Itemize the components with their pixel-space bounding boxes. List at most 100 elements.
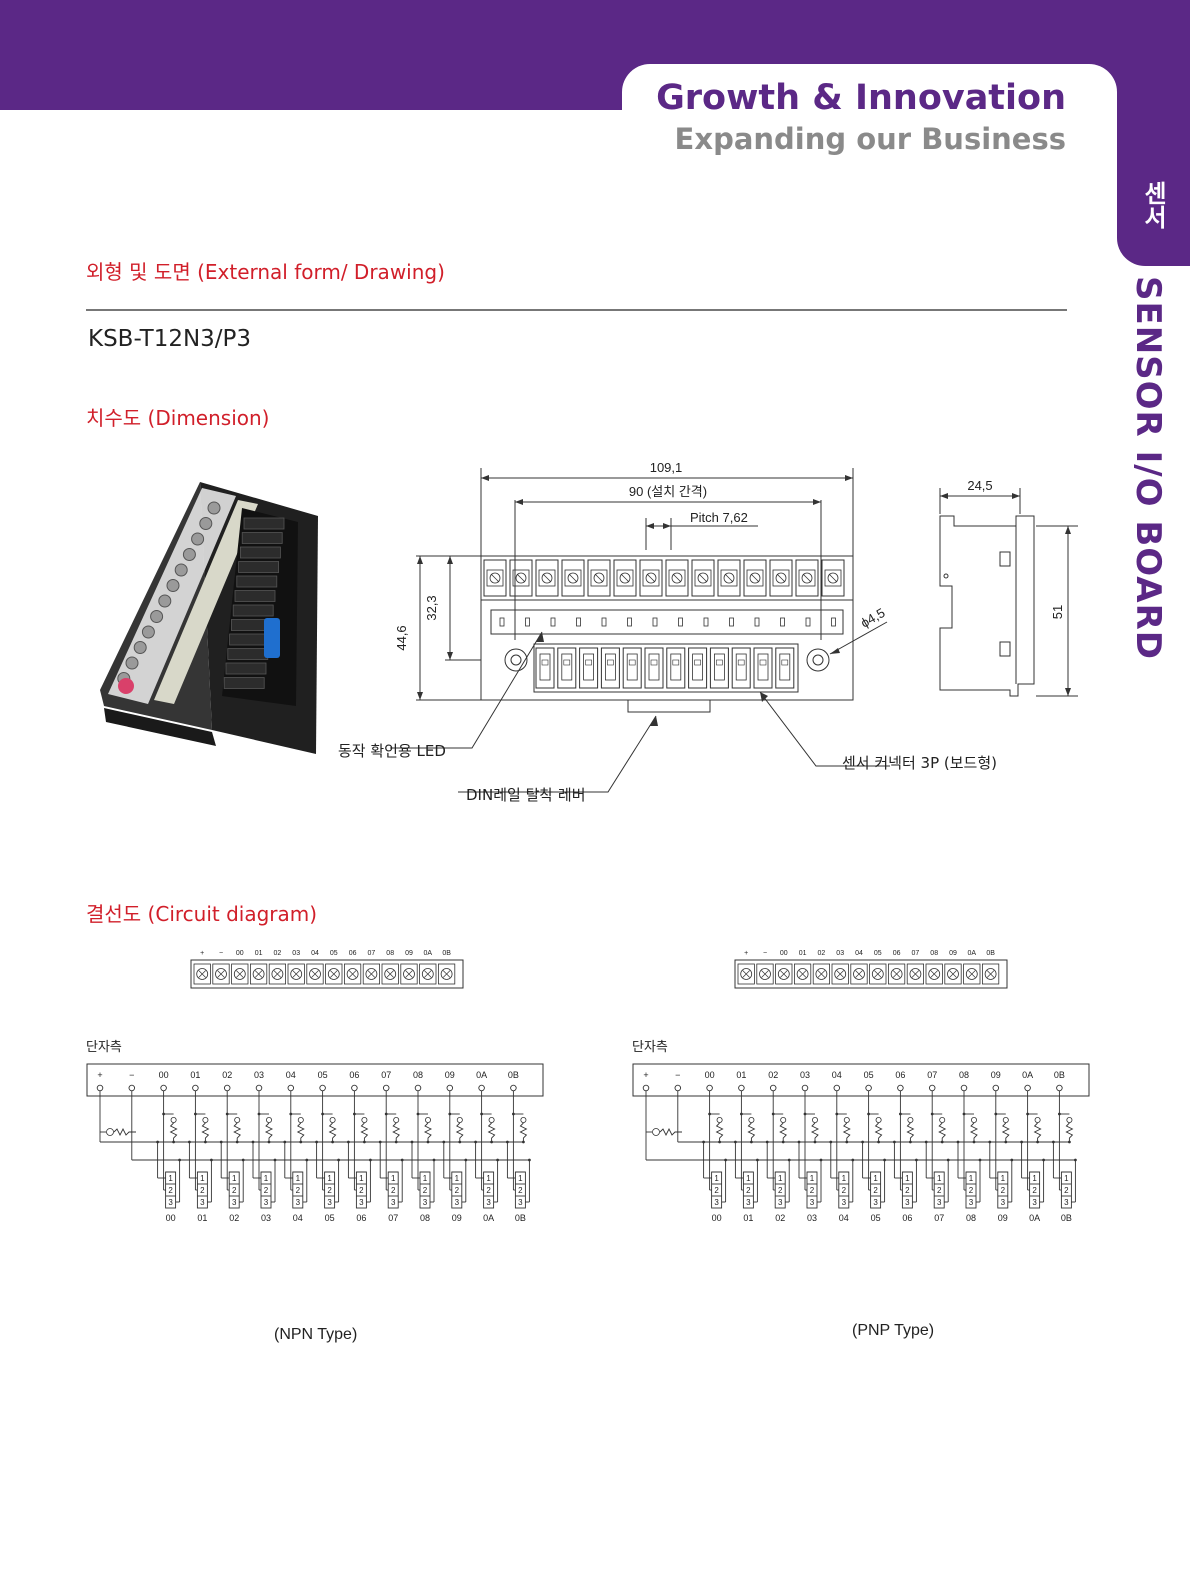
- ch-junction: [378, 1140, 382, 1144]
- ch-connector-label: 0A: [1029, 1213, 1040, 1223]
- photo-connector: [238, 561, 280, 573]
- dim-connector-pin: [585, 659, 592, 666]
- circuit-terminal-label: −: [129, 1070, 134, 1080]
- circuit-terminal-label: 01: [736, 1070, 746, 1080]
- ch-junction: [156, 1140, 159, 1144]
- circuit-terminal-box: [632, 1063, 1090, 1097]
- circuit-terminal-node: [674, 1084, 682, 1092]
- circuit-terminal-label: 0B: [1054, 1070, 1065, 1080]
- ch-connector-pin: 3: [455, 1198, 460, 1207]
- ch-connector-pin: 2: [969, 1186, 974, 1195]
- ch-junction: [315, 1140, 318, 1144]
- ch-junction: [496, 1158, 499, 1162]
- ch-connector-label: 08: [420, 1213, 430, 1223]
- ch-junction: [845, 1140, 849, 1144]
- strip-label: 01: [255, 950, 263, 957]
- photo-screw: [174, 563, 188, 577]
- circuit-terminal-label: 05: [864, 1070, 874, 1080]
- strip-screw-slot: [386, 970, 394, 978]
- ch-junction: [1042, 1158, 1045, 1162]
- ch-junction: [956, 1140, 960, 1144]
- strip-terminal: [756, 963, 774, 985]
- ch-led: [170, 1117, 177, 1124]
- ch-led: [875, 1117, 882, 1124]
- side-height: 51: [1050, 605, 1065, 619]
- ch-resistor: [906, 1122, 915, 1142]
- dim-led: [652, 617, 658, 627]
- strip-screw-slot: [348, 970, 357, 978]
- ch-connector-pin: 1: [1064, 1174, 1069, 1183]
- ch-connector-pin: 1: [1032, 1174, 1037, 1183]
- ch-junction: [331, 1140, 334, 1144]
- ch-junction: [1074, 1158, 1077, 1162]
- ch-led: [297, 1117, 304, 1124]
- ch-connector-pin: 3: [264, 1198, 269, 1207]
- strip-label: 06: [349, 950, 357, 957]
- ch-junction: [337, 1158, 340, 1162]
- section-divider: [86, 309, 1067, 311]
- ch-connector-pin: 1: [455, 1174, 460, 1183]
- ch-connector-pin: 2: [1001, 1186, 1006, 1195]
- ch-junction: [442, 1140, 446, 1144]
- strip-label: 02: [274, 950, 282, 957]
- ch-led: [456, 1117, 463, 1124]
- ch-junction: [915, 1158, 918, 1162]
- photo-screw: [191, 532, 205, 546]
- dim-connector-pin: [737, 659, 745, 666]
- led-leader: [390, 631, 543, 749]
- ch-junction: [972, 1140, 976, 1144]
- circuit-terminal-label: 03: [800, 1070, 810, 1080]
- circuit-terminal-node: [446, 1084, 454, 1092]
- strip-label: 00: [780, 950, 788, 957]
- ch-connector-pin: 2: [937, 1186, 942, 1195]
- ch-connector-label: 0B: [515, 1213, 526, 1223]
- dim-terminal-screw: [671, 572, 683, 584]
- strip-screw-slot: [273, 970, 282, 978]
- strip-terminal: [981, 963, 1000, 985]
- ch-connector-pin: 2: [455, 1186, 460, 1195]
- dim-terminal: [717, 559, 741, 597]
- terminal-side-label-pnp: 단자측: [632, 1040, 668, 1055]
- ch-junction: [426, 1140, 430, 1144]
- strip-screw-slot: [911, 970, 920, 978]
- dim-connector: [600, 647, 620, 689]
- strip-screw-slot: [855, 970, 863, 978]
- ch-junction: [506, 1140, 509, 1144]
- ch-connector-pin: 2: [842, 1186, 847, 1195]
- strip-label: 0B: [442, 950, 451, 957]
- caption-npn: (NPN Type): [274, 1326, 358, 1343]
- dim-terminal-screw-box: [772, 569, 790, 587]
- strip-screw-slot: [949, 970, 957, 978]
- dim-connector-inner: [604, 653, 616, 681]
- ch-junction: [940, 1140, 944, 1144]
- strip-screw: [871, 968, 884, 980]
- circuit-terminal-label: 05: [318, 1070, 328, 1080]
- ch-connector-pin: 1: [423, 1174, 428, 1183]
- strip-screw-slot: [442, 970, 451, 978]
- din-leader: [458, 715, 657, 793]
- ch-junction: [1052, 1140, 1055, 1144]
- dim-terminal-screw-box: [590, 569, 608, 587]
- dim-pitch: Pitch 7,62: [690, 510, 748, 525]
- circuit-terminal-node: [642, 1084, 650, 1092]
- dim-led: [703, 617, 709, 627]
- dim-terminal-screw: [801, 572, 813, 584]
- ch-resistor: [779, 1122, 788, 1142]
- model-number: KSB-T12N3/P3: [88, 326, 252, 352]
- photo-connector: [232, 604, 274, 617]
- ch-connector-pin: 1: [1001, 1174, 1006, 1183]
- circuit-terminal-node: [1056, 1084, 1063, 1092]
- photo-connector: [236, 575, 278, 588]
- ch-resistor: [810, 1122, 820, 1142]
- strip-terminal: [925, 963, 943, 985]
- strip-terminal: [287, 963, 305, 985]
- ch-junction: [787, 1158, 791, 1162]
- dim-connector: [644, 647, 664, 689]
- dim-led: [754, 617, 760, 627]
- strip-screw: [440, 968, 453, 980]
- ch-resistor: [715, 1122, 724, 1142]
- ch-led: [424, 1117, 431, 1124]
- circuit-terminal-box: [86, 1063, 544, 1097]
- circuit-terminal-label: 01: [190, 1070, 200, 1080]
- dim-terminal-screw: [515, 572, 527, 584]
